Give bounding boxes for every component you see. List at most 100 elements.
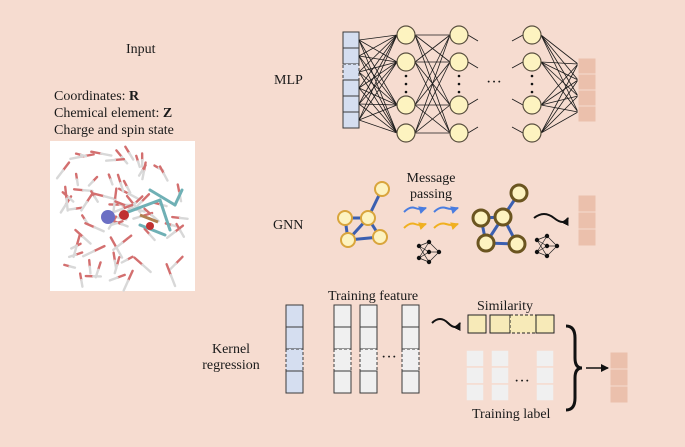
mlp-output-cell [577,57,597,75]
mlp-connection [414,61,451,134]
water-stick [92,244,106,253]
element-line: Chemical element: Z [54,106,172,122]
mini-network-icon [534,233,560,259]
water-stick [61,161,71,172]
kernel-output-cell [609,351,629,370]
mini-edge [418,245,430,263]
mlp-input-cell [342,79,360,97]
solute-stick [138,223,167,237]
training-feature-cell [359,304,378,328]
water-stick [112,241,124,252]
water-stick [91,192,106,198]
mlp-connection [358,71,398,106]
curved-arrow-icon [431,318,461,332]
coordinates-symbol: R [129,89,140,104]
molecule-sticks [55,145,189,292]
mini-node [426,239,432,245]
water-stick [116,273,126,279]
mlp-connection [467,126,479,134]
water-stick [120,222,129,228]
mini-node [426,259,432,265]
mlp-connection [358,39,398,106]
mlp-connection [467,34,479,42]
mlp-vdots [457,74,461,78]
mlp-input-cell [342,63,360,81]
mlp-connection [540,34,579,81]
training-label-cell [465,383,485,402]
mini-edge [428,251,440,263]
gnn-graph-output-node [493,207,513,227]
mlp-neuron [449,95,469,115]
kernel-label-line2: regression [202,358,260,373]
water-stick [143,207,153,217]
mlp-connection [511,61,524,69]
mlp-connection [358,61,398,105]
mlp-input-cell [342,95,360,113]
water-stick [64,185,68,200]
water-stick [67,207,77,211]
water-stick [65,197,69,212]
training-label-cell [535,383,555,402]
mlp-neuron [522,52,542,72]
water-stick [174,255,184,265]
water-stick [113,263,119,275]
mini-edge [546,245,558,257]
water-stick [87,180,95,187]
mlp-connection [540,79,579,106]
curved-arrow-icon [533,213,569,227]
training-label-cell [490,349,510,368]
training-label-cell [490,366,510,385]
gnn-output-cell [577,194,597,213]
water-stick [114,200,128,207]
water-stick [80,278,84,288]
mlp-connection [540,63,579,134]
mini-node [534,237,540,243]
gnn-graph-output-node [507,234,527,254]
mlp-connection [540,79,579,134]
mlp-neuron [522,123,542,143]
water-stick [150,213,160,223]
water-stick [93,226,105,233]
water-stick [137,169,144,177]
water-stick [70,244,78,250]
water-stick [143,227,151,236]
mini-node [544,253,550,259]
oxygen-atom [119,210,129,220]
water-stick [113,157,126,162]
water-stick [165,230,177,240]
mlp-connection [358,104,398,121]
mlp-connections [358,34,579,134]
mlp-vdots [457,82,461,86]
training-label-cell [465,349,485,368]
mlp-connection [540,34,579,97]
gnn-graph-output-node [471,208,491,228]
water-stick [168,262,178,272]
water-stick [112,207,124,214]
gnn-graph-input-node [374,181,390,197]
mlp-connection [414,34,451,106]
water-stick [126,269,134,282]
mlp-connection [358,55,398,63]
message-passing-line1: Message [406,171,456,186]
training-feature-cell [333,326,352,350]
mlp-connection [358,34,398,41]
water-stick [104,158,117,162]
mini-node [554,243,560,249]
water-stick [79,153,88,158]
gnn-graph-output-node [509,183,529,203]
similarity-cell [467,314,487,334]
water-stick [127,192,139,200]
water-stick [140,193,151,203]
water-stick [66,195,75,203]
solute-stick [158,198,172,232]
kernel-output-cell [609,368,629,387]
mlp-neuron [396,52,416,72]
water-stick [100,152,113,157]
water-stick [115,255,121,267]
message-passing-line2: passing [410,187,452,202]
water-stick [102,195,117,201]
mini-edge [536,235,548,253]
water-stick [158,165,165,175]
water-stick [125,194,135,206]
